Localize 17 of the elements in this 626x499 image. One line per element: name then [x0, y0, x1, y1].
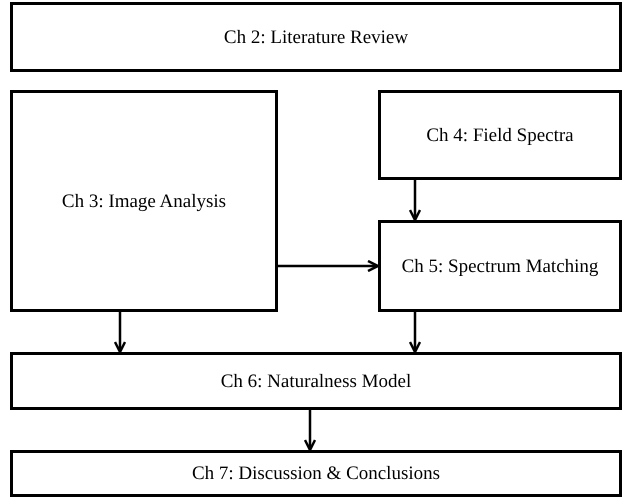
- box-label: Ch 6: Naturalness Model: [220, 370, 412, 392]
- arrow: [304, 410, 316, 452]
- box-label: Ch 7: Discussion & Conclusions: [192, 462, 440, 485]
- box-label: Ch 4: Field Spectra: [426, 124, 574, 146]
- box-label: Ch 3: Image Analysis: [62, 190, 226, 212]
- box-label: Ch 2: Literature Review: [224, 26, 408, 48]
- arrow: [408, 180, 422, 222]
- chapter-box: [10, 2, 622, 72]
- arrow: [408, 312, 422, 354]
- chapter-box: [378, 220, 622, 312]
- arrow: [278, 260, 380, 272]
- box-label: Ch 5: Spectrum Matching: [402, 254, 598, 278]
- arrow: [114, 312, 126, 354]
- chapter-box: [10, 352, 622, 410]
- chapter-box: [10, 90, 278, 312]
- chapter-box: [10, 450, 622, 497]
- chapter-box: [378, 90, 622, 180]
